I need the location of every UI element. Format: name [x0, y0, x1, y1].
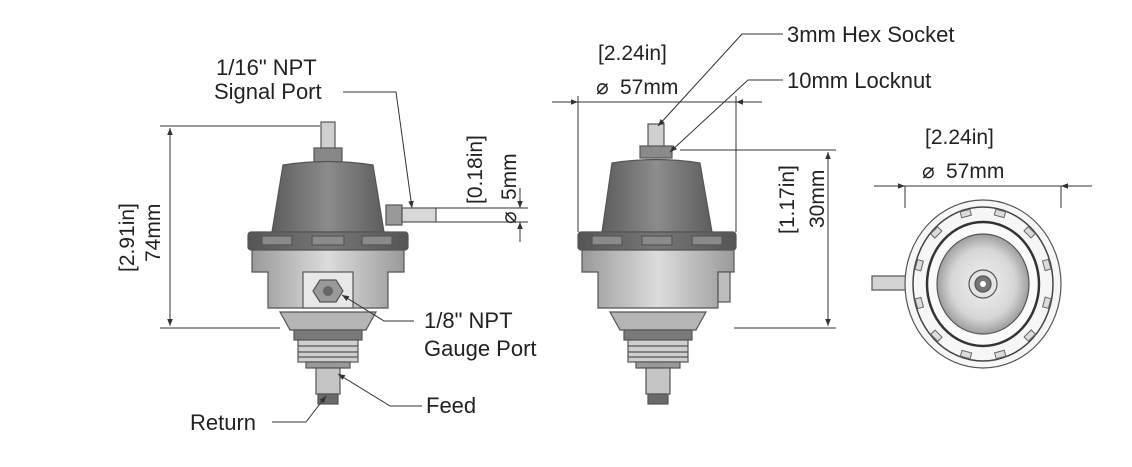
height-in-dimension: [2.91in]	[116, 203, 139, 272]
band-notch	[1023, 225, 1036, 239]
regulator-body	[581, 249, 735, 309]
top-view-in-dimension: [2.24in]	[925, 126, 994, 149]
dimension-lines	[160, 96, 1092, 329]
band-notch	[1023, 329, 1037, 342]
port-mm-dimension: 5mm	[498, 153, 521, 200]
band-notch	[959, 349, 973, 360]
signal-port-barb	[401, 207, 437, 223]
return-label: Return	[190, 410, 256, 435]
band-notches	[914, 208, 1052, 360]
locknut-label: 10mm Locknut	[787, 68, 931, 93]
band-notch	[959, 208, 973, 219]
gauge-port-socket	[323, 286, 333, 296]
dome	[601, 158, 713, 233]
signal-port-label-line1: 1/16" NPT	[216, 55, 317, 80]
gauge-port-label-line2: Gauge Port	[424, 336, 537, 361]
top-in-dimension: [1.17in]	[776, 165, 799, 234]
return-fitting	[317, 393, 339, 405]
leader-lines	[272, 33, 783, 423]
band-notch	[914, 296, 925, 310]
dome	[271, 160, 385, 233]
height-mm-dimension: 74mm	[142, 204, 165, 262]
signal-nipple-top	[320, 121, 336, 151]
signal-port-label-line2: Signal Port	[214, 79, 322, 104]
band-notch	[993, 208, 1007, 219]
gauge-port-label-line1: 1/8" NPT	[424, 308, 513, 333]
hex-socket-label: 3mm Hex Socket	[787, 22, 955, 47]
band-notch	[1041, 296, 1052, 309]
top-view-diameter-symbol: ⌀	[922, 160, 935, 183]
width-diameter-symbol: ⌀	[596, 76, 609, 99]
band-notch	[930, 329, 943, 343]
signal-port-fitting	[385, 204, 403, 226]
port-diameter-symbol: ⌀	[498, 211, 521, 224]
left-view	[247, 121, 437, 405]
top-view-mm-dimension: 57mm	[946, 160, 1004, 183]
port-in-dimension: [0.18in]	[464, 135, 487, 204]
band-notch	[929, 226, 943, 239]
middle-view	[577, 123, 737, 405]
width-mm-dimension: 57mm	[620, 76, 678, 99]
top-locknut	[313, 147, 343, 163]
band-notch	[1041, 258, 1052, 272]
top-view	[871, 199, 1062, 369]
top-mm-dimension: 30mm	[806, 170, 829, 228]
signal-barb-top-view	[871, 275, 907, 291]
feed-fitting	[315, 367, 341, 395]
feed-label: Feed	[426, 393, 476, 418]
width-in-dimension: [2.24in]	[598, 42, 667, 65]
band-notch	[914, 259, 925, 272]
locknut	[639, 145, 673, 159]
band-notch	[993, 349, 1007, 360]
